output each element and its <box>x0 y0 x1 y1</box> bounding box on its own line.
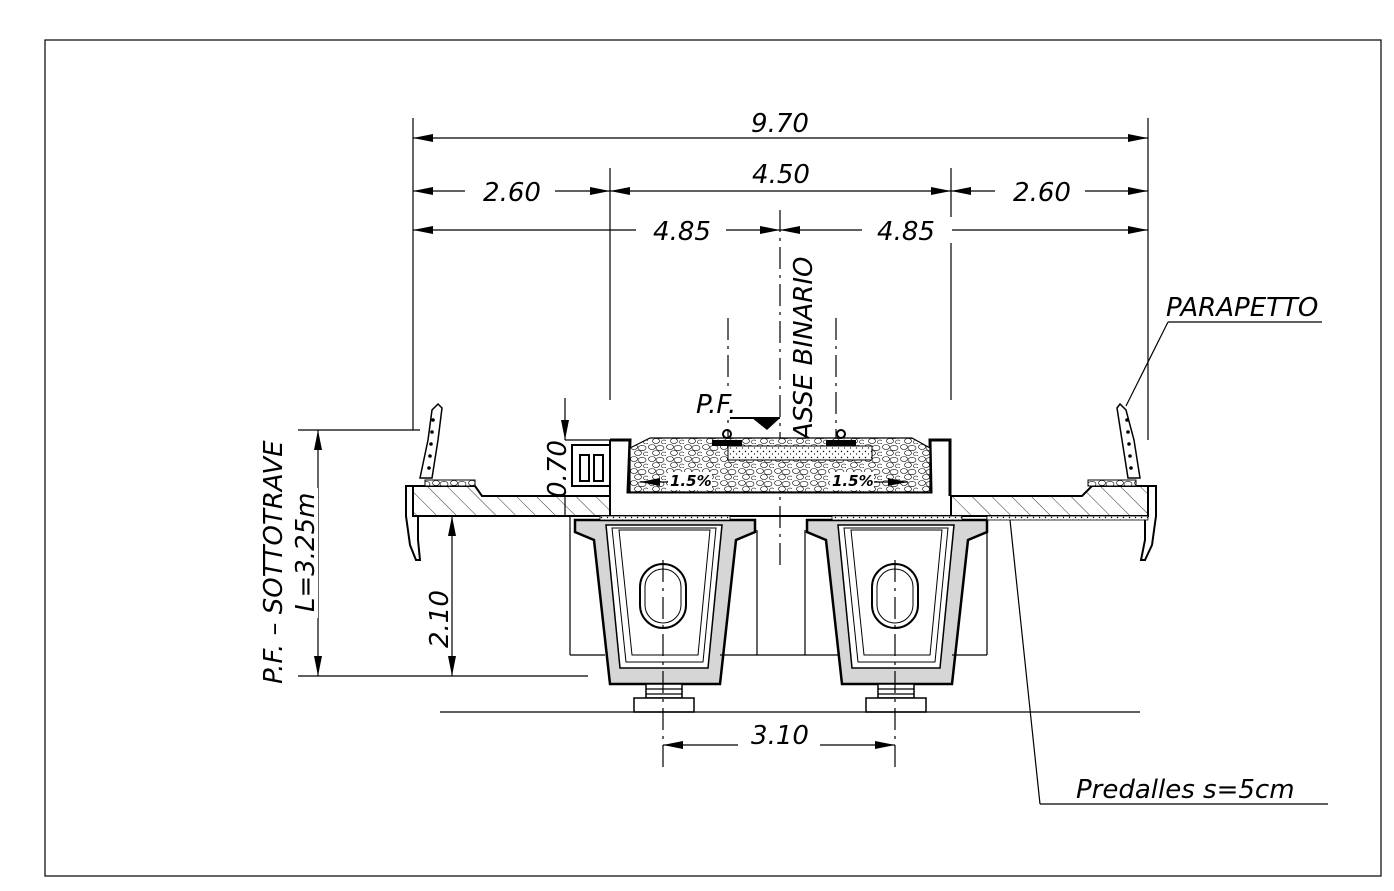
cable-duct <box>571 444 611 487</box>
dim-beam-height: 2.10 <box>425 590 455 648</box>
ballast-trough <box>610 438 952 496</box>
sottotrave-length-label: L=3.25m <box>291 493 321 613</box>
predalles-label: Predalles s=5cm <box>1076 775 1295 805</box>
rail-left <box>712 429 742 446</box>
dim-left-walkway: 2.60 <box>483 178 541 208</box>
parapet-right <box>1116 402 1141 479</box>
rail-right <box>826 429 856 446</box>
beam-right <box>805 515 989 713</box>
rail-level-label: P.F. <box>696 390 736 420</box>
slope-left-label: 1.5% <box>670 472 712 490</box>
dim-total-width: 9.70 <box>751 109 809 139</box>
slope-right-label: 1.5% <box>832 472 874 490</box>
dim-right-walkway: 2.60 <box>1013 178 1071 208</box>
parapet-left <box>419 402 443 479</box>
parapet-label: PARAPETTO <box>1166 293 1318 323</box>
track-axis-label: ASSE BINARIO <box>789 257 819 443</box>
dim-half-left: 4.85 <box>653 217 711 247</box>
dim-half-right: 4.85 <box>877 217 935 247</box>
beam-left <box>569 515 757 713</box>
dim-ballast-width: 4.50 <box>752 160 810 190</box>
dim-ballast-depth: 0.70 <box>543 440 573 498</box>
drawing-frame <box>44 39 1382 877</box>
sottotrave-label: P.F. – SOTTOTRAVE <box>259 440 289 684</box>
dim-beam-spacing: 3.10 <box>751 721 809 751</box>
